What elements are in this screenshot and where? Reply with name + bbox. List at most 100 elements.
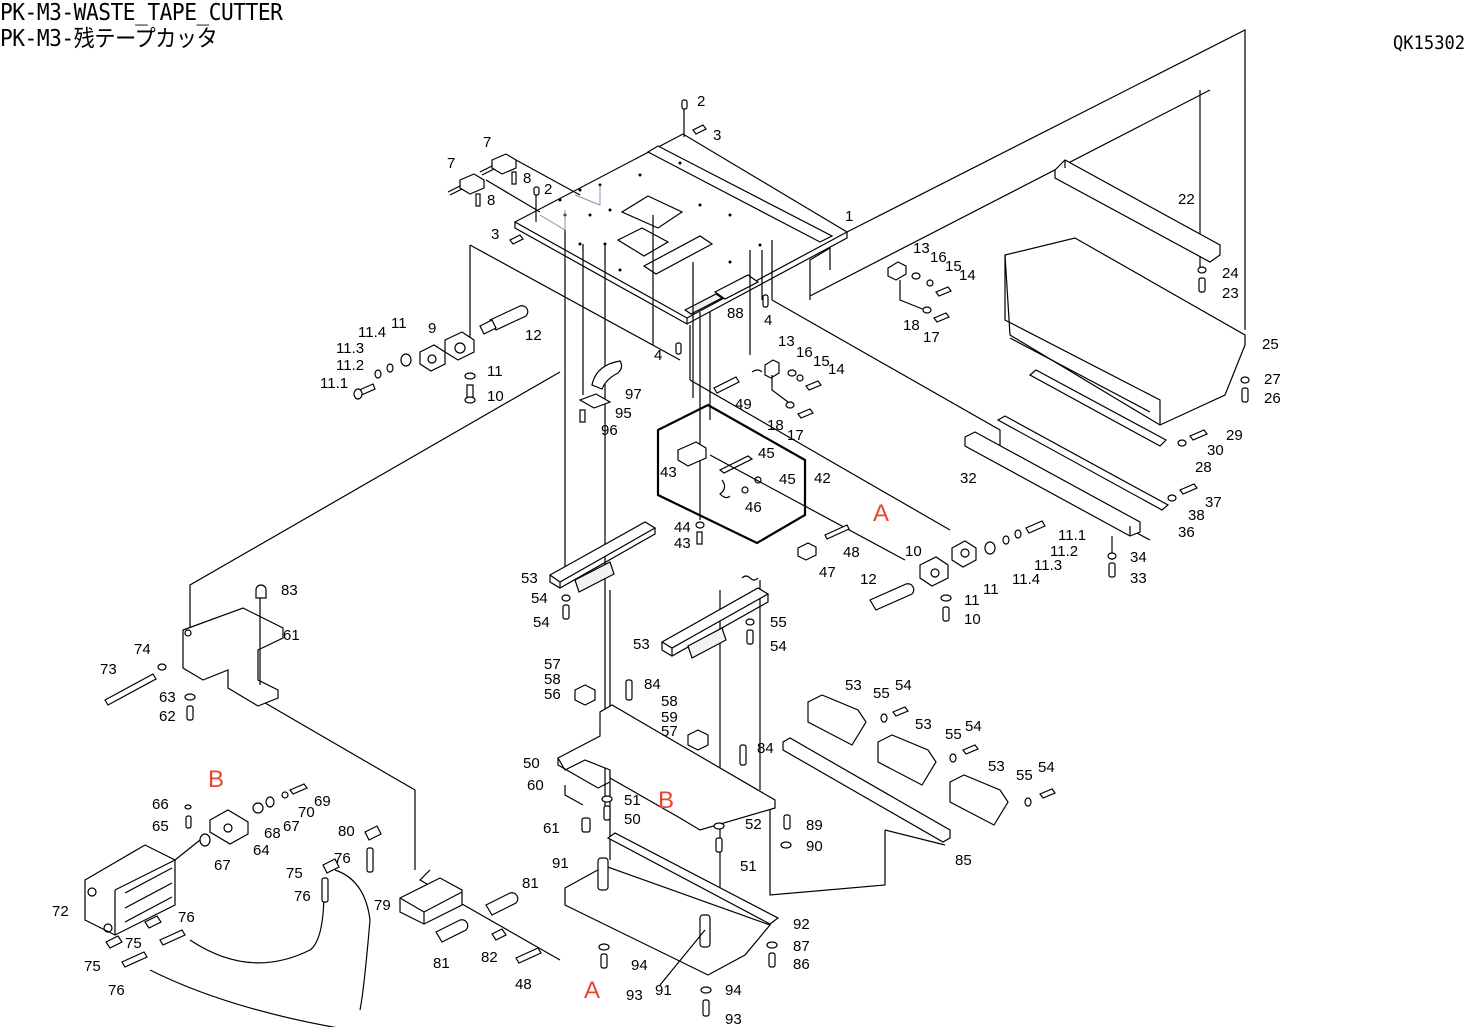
callout-43: 45 [779, 471, 796, 488]
callout-89: 89 [806, 817, 823, 834]
callout-42: 45 [758, 445, 775, 462]
callout-83: 83 [281, 582, 298, 599]
callout-11-2: 11.1 [1058, 527, 1086, 544]
callout-69: 69 [314, 793, 331, 810]
callout-52: 55 [770, 614, 787, 631]
reference-marker-a: A [873, 500, 889, 527]
callout-53: 53 [845, 677, 862, 694]
callout-52: 54 [531, 590, 548, 607]
callout-55: 55 [1016, 767, 1033, 784]
callout-40: 43 [674, 535, 691, 552]
reference-marker-a: A [584, 977, 600, 1004]
callout-56: 57 [661, 723, 678, 740]
callout-81: 81 [433, 955, 450, 972]
callout-11: 11 [964, 592, 980, 609]
callout-51: 54 [770, 638, 787, 655]
base-plate-part-1 [513, 133, 849, 325]
callout-61: 61 [283, 627, 300, 644]
callout-47: 50 [523, 755, 540, 772]
callout-67: 67 [214, 857, 231, 874]
callout-9: 10 [905, 543, 922, 560]
callout-14: 14 [828, 361, 845, 378]
callout-44: 47 [819, 564, 836, 581]
callout-11-5: 11.4 [1012, 571, 1040, 588]
callout-94: 94 [631, 957, 648, 974]
callout-76: 76 [178, 909, 195, 926]
callout-57: 57 [544, 656, 561, 673]
callout-68: 68 [264, 825, 281, 842]
callout-14: 14 [959, 267, 976, 284]
callout-88: 88 [727, 305, 744, 322]
callout-84: 84 [757, 740, 774, 757]
callout-48: 50 [624, 811, 641, 828]
callout-37: 38 [1188, 507, 1205, 524]
callout-74: 74 [134, 641, 151, 658]
callout-60: 61 [543, 820, 560, 837]
callout-80: 80 [338, 823, 355, 840]
callout-94: 94 [725, 982, 742, 999]
drawing-number: QK15302 [1392, 32, 1465, 54]
cutter-base-plate-part-47 [557, 679, 792, 853]
callout-7: 7 [447, 155, 455, 172]
callout-41: 44 [674, 519, 691, 536]
callout-2: 2 [544, 181, 552, 198]
callout-11-3: 11.2 [1050, 543, 1078, 560]
callout-90: 90 [806, 838, 823, 855]
left-sensor-bracket-assembly [353, 305, 529, 404]
callout-54: 54 [1038, 759, 1055, 776]
callout-4: 4 [764, 312, 772, 329]
callout-labels: 2 3 7 7 8 8 2 3 1 88 4 4 12 9 11 11.4 11… [52, 93, 1281, 1027]
callout-13: 13 [778, 333, 795, 350]
cutter-guard-assembly [782, 694, 1056, 843]
callout-75: 75 [125, 935, 142, 952]
drawing-title-english: PK-M3-WASTE_TAPE_CUTTER [0, 0, 283, 26]
reference-marker-b: B [208, 766, 224, 793]
callout-10: 10 [964, 611, 981, 628]
cable-clamp-assembly [578, 360, 623, 423]
callout-29: 29 [1226, 427, 1243, 444]
callout-49: 52 [745, 816, 762, 833]
callout-17: 17 [787, 427, 804, 444]
callout-27: 27 [1264, 371, 1281, 388]
callout-53: 53 [915, 716, 932, 733]
callout-53: 53 [988, 758, 1005, 775]
callout-63: 63 [159, 689, 176, 706]
callout-11-3: 11.2 [336, 357, 364, 374]
callout-43: 46 [745, 499, 762, 516]
callout-11: 11 [487, 363, 503, 380]
callout-11-1: 11 [391, 315, 407, 332]
callout-1: 1 [845, 208, 853, 225]
callout-50: 53 [521, 570, 538, 587]
callout-12: 12 [860, 571, 877, 588]
callout-55: 55 [873, 685, 890, 702]
callout-16: 16 [796, 344, 813, 361]
callout-75: 75 [286, 865, 303, 882]
callout-34: 34 [1130, 549, 1147, 566]
callout-59: 60 [527, 777, 544, 794]
callout-56: 56 [544, 686, 561, 703]
callout-17: 17 [923, 329, 940, 346]
pin-and-nut-parts [797, 524, 850, 561]
callout-24: 24 [1222, 265, 1239, 282]
callout-15: 15 [813, 353, 830, 370]
callout-18: 18 [903, 317, 920, 334]
callout-95: 95 [615, 405, 632, 422]
callout-11-2: 11.1 [320, 375, 348, 392]
callout-11-4: 11.3 [1034, 557, 1062, 574]
callout-26: 26 [1264, 390, 1281, 407]
callout-57: 58 [661, 693, 678, 710]
linear-guide-part-50-left [548, 521, 657, 620]
detail-frame-part-38 [656, 403, 906, 561]
callout-58: 58 [544, 671, 561, 688]
callout-73: 73 [100, 661, 117, 678]
callout-28: 28 [1195, 459, 1212, 476]
reference-marker-b: B [658, 787, 674, 814]
callout-93: 93 [626, 987, 643, 1004]
linear-guide-part-50-right [660, 575, 770, 659]
callout-13: 13 [913, 240, 930, 257]
switch-and-screw-cluster [447, 99, 769, 355]
callout-91: 91 [552, 855, 569, 872]
callout-76: 76 [294, 888, 311, 905]
air-cylinder-assembly [84, 783, 308, 936]
